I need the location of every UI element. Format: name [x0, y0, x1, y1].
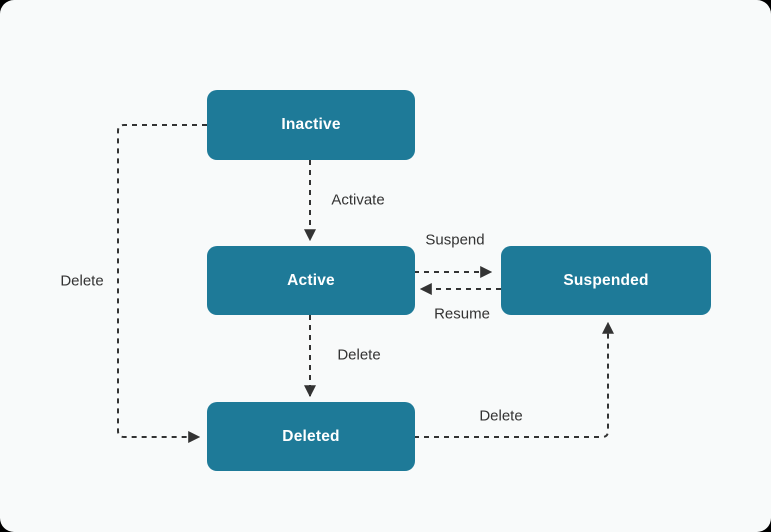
- edge-deleted-to-suspended: [414, 321, 614, 438]
- state-node-deleted: Deleted: [207, 402, 415, 471]
- edge-label-resume: Resume: [434, 305, 490, 323]
- edge-label-activate: Activate: [331, 191, 385, 209]
- edge-label-suspend: Suspend: [425, 231, 485, 249]
- state-node-suspended: Suspended: [501, 246, 711, 315]
- state-label-suspended: Suspended: [563, 271, 649, 289]
- state-label-active: Active: [287, 271, 335, 289]
- edge-label-delete-deleted-suspended: Delete: [479, 407, 523, 425]
- state-label-inactive: Inactive: [281, 116, 341, 133]
- state-label-deleted: Deleted: [282, 427, 340, 445]
- state-node-inactive: Inactive: [207, 90, 415, 160]
- state-node-active: Active: [207, 246, 415, 315]
- edge-label-delete-inactive-deleted: Delete: [60, 272, 104, 290]
- edge-label-delete-active-deleted: Delete: [337, 346, 381, 364]
- edge-inactive-to-deleted: [117, 124, 207, 443]
